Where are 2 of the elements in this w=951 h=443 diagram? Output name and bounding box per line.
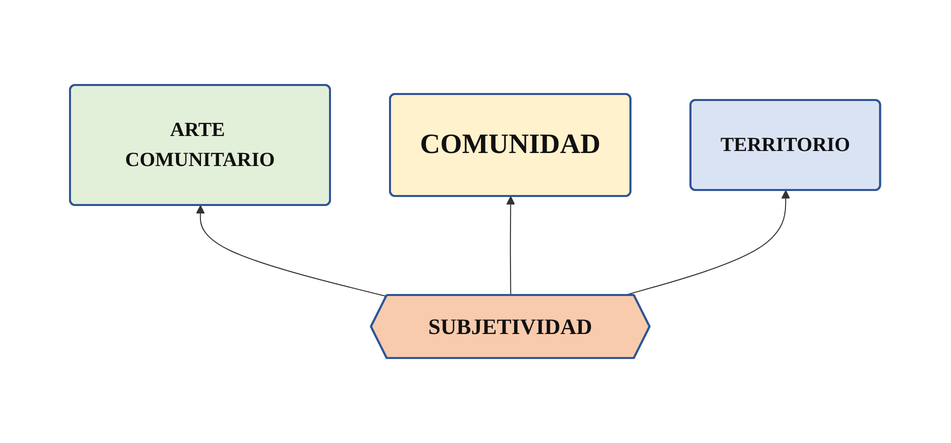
- arrow: [196, 205, 388, 297]
- arrow: [506, 196, 516, 296]
